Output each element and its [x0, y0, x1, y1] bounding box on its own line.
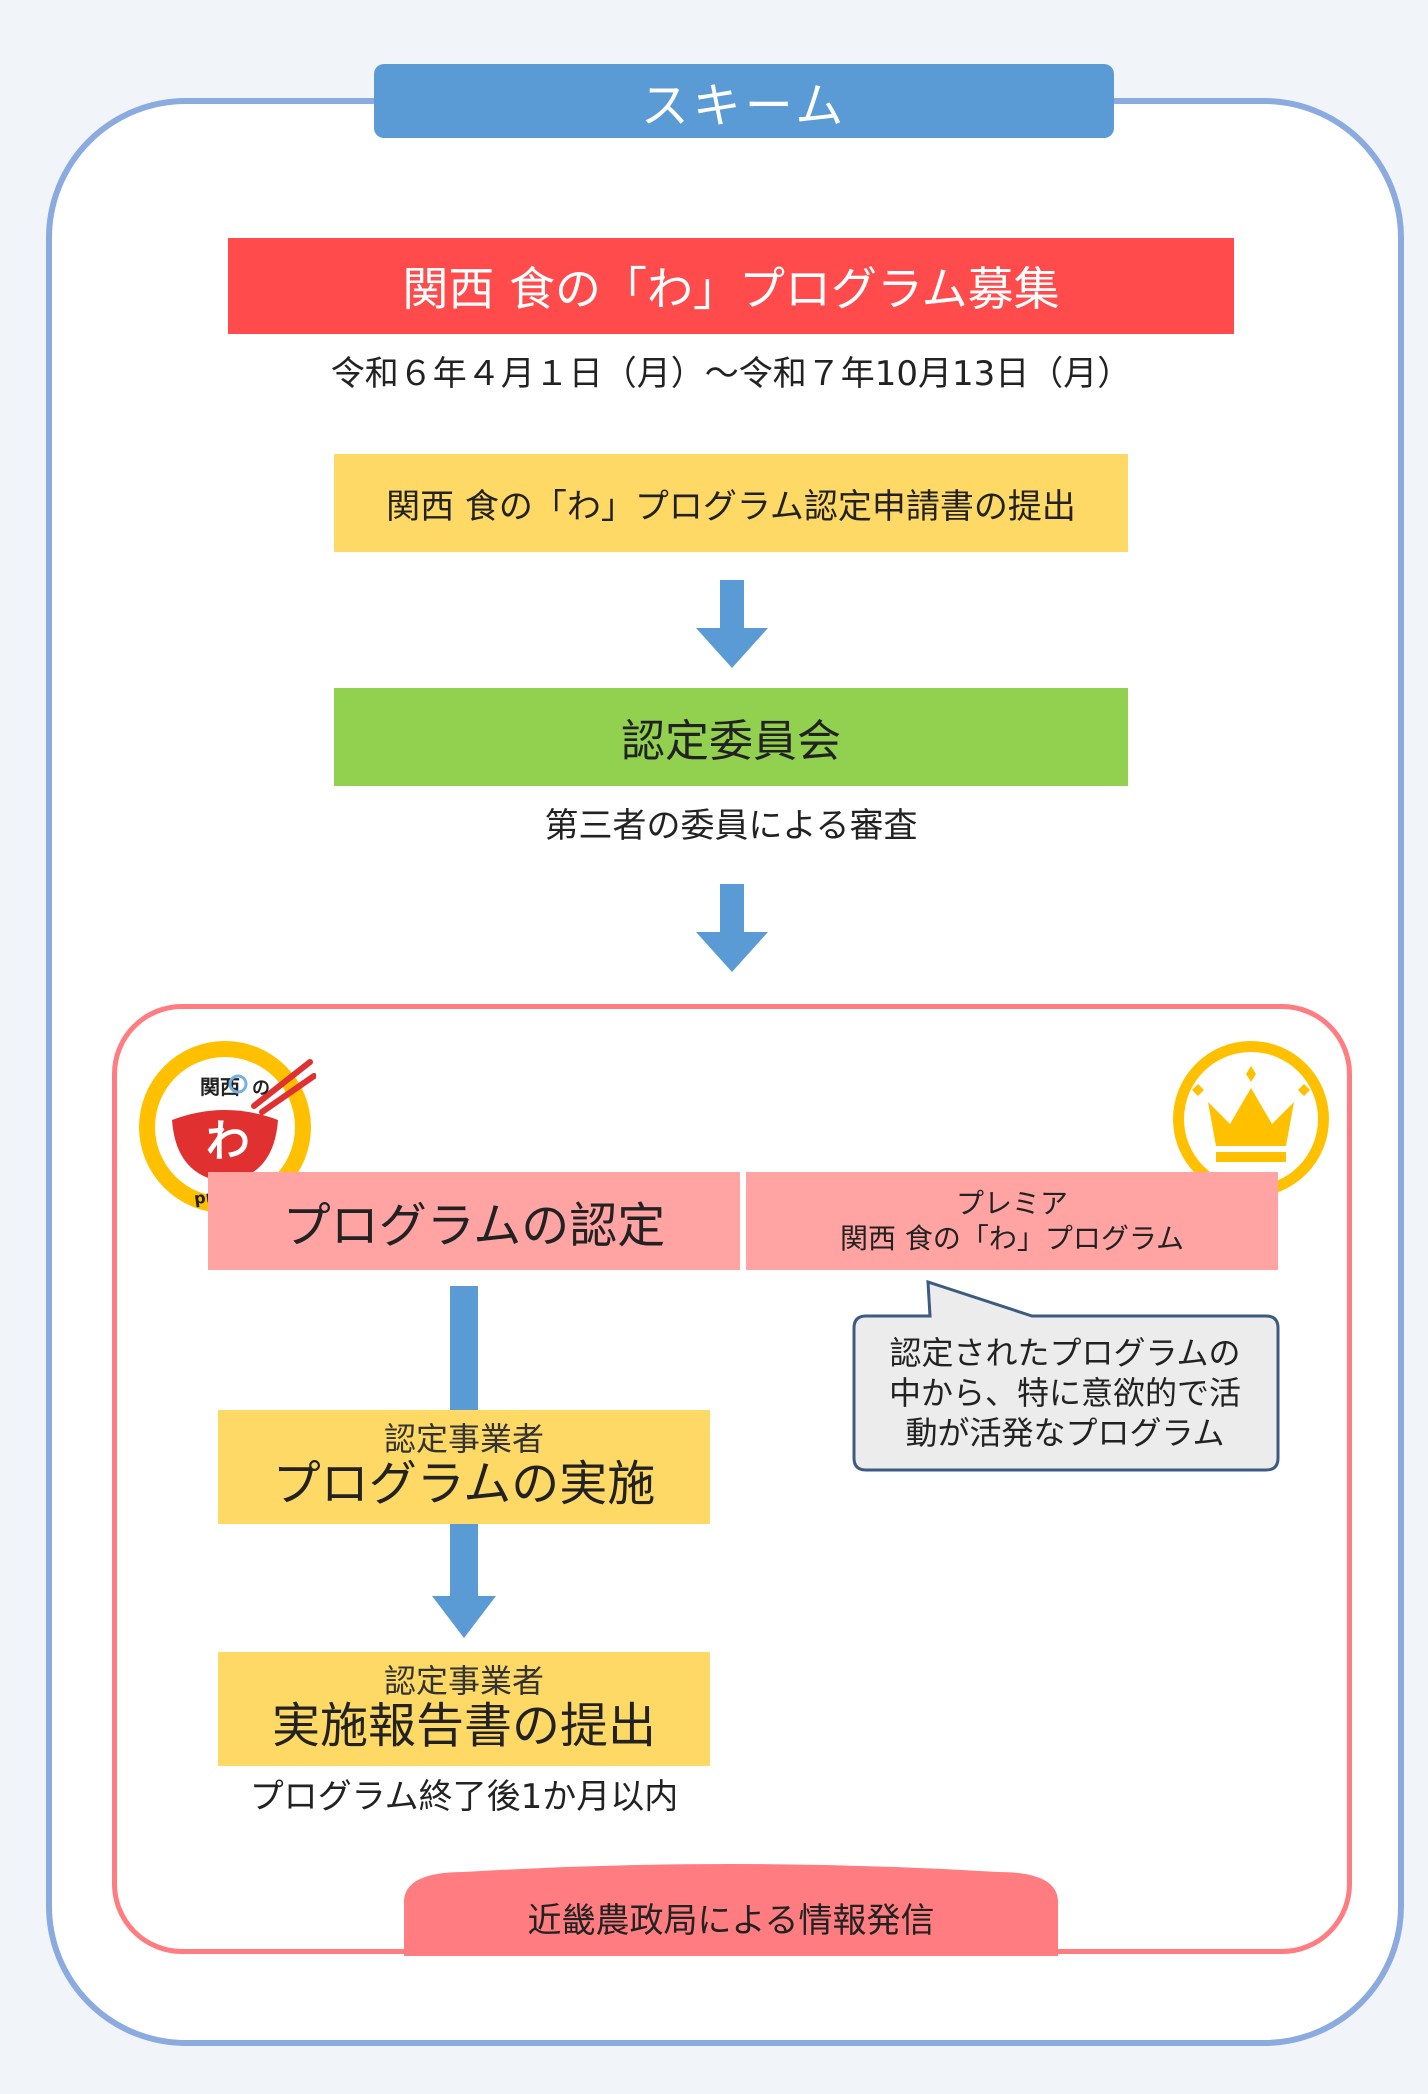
arrow-down-icon: [696, 884, 768, 972]
committee-note: 第三者の委員による審査: [544, 805, 918, 846]
premier-label: プレミア: [955, 1187, 1068, 1220]
report-deadline-note: プログラム終了後1か月以内: [249, 1776, 679, 1817]
report-main-label: 実施報告書の提出: [271, 1698, 656, 1754]
info-release-band: [404, 1862, 1058, 1956]
crown-icon: [1168, 1036, 1334, 1202]
premier-note-line-2: 中から、特に意欲的で活: [888, 1374, 1241, 1413]
report-sub-label: 認定事業者: [383, 1661, 544, 1700]
premier-program-name: 関西 食の「わ」プログラム: [839, 1222, 1185, 1255]
report-submission: 認定事業者 実施報告書の提出: [218, 1652, 710, 1766]
premier-program: プレミア 関西 食の「わ」プログラム: [746, 1172, 1278, 1270]
arrow-down-icon: [436, 1286, 492, 1412]
info-release-text: 近畿農政局による情報発信: [527, 1900, 935, 1941]
premier-note-line-3: 動が活発なプログラム: [905, 1413, 1225, 1452]
program-certification: プログラムの認定: [208, 1172, 740, 1270]
arrow-down-icon: [696, 580, 768, 668]
implementation-main-label: プログラムの実施: [272, 1456, 656, 1512]
application-step: 関西 食の「わ」プログラム認定申請書の提出: [334, 454, 1128, 552]
premier-note-bubble: [846, 1279, 1286, 1476]
committee-step: 認定委員会: [334, 688, 1128, 786]
implementation-sub-label: 認定事業者: [383, 1419, 544, 1458]
premier-note-text: 認定されたプログラムの 中から、特に意欲的で活 動が活発なプログラム: [852, 1318, 1278, 1470]
kansai-wa-project-logo: 関西 の わ project: [134, 1036, 317, 1218]
recruitment-period: 令和６年４月１日（月）～令和７年10月13日（月）: [330, 353, 1132, 394]
recruitment-banner: 関西 食の「わ」プログラム募集: [228, 238, 1234, 334]
arrow-down-icon: [432, 1524, 496, 1638]
logo-top-text2: の: [252, 1078, 270, 1099]
program-implementation: 認定事業者 プログラムの実施: [218, 1410, 710, 1524]
premier-note-line-1: 認定されたプログラムの: [889, 1334, 1241, 1373]
scheme-title: スキーム: [374, 64, 1114, 138]
logo-center-char: わ: [206, 1116, 250, 1167]
